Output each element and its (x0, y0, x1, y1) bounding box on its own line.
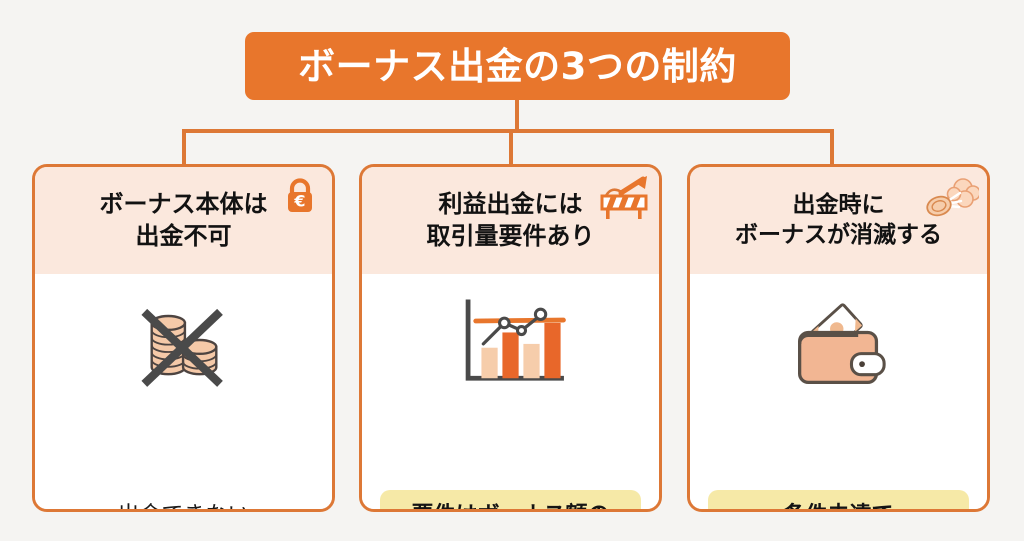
lock-euro-icon: € (280, 175, 320, 215)
card-1-header: ボーナス本体は 出金不可 € (35, 167, 332, 274)
coins-crossed-out-icon (124, 292, 244, 400)
puff-of-smoke-icon (923, 175, 981, 227)
card-3-footer-text: 条件未達で 出金すると没収 (708, 490, 969, 509)
card-2-body: 要件はボーナス額の 20〜40倍 (362, 274, 659, 509)
page-title: ボーナス出金の3つの制約 (298, 44, 737, 88)
card-1-footer-text: 出金できない (35, 502, 332, 509)
main-title-bar: ボーナス出金の3つの制約 (245, 32, 790, 100)
card-3-body: 条件未達で 出金すると没収 (690, 274, 987, 509)
constraint-card-1: ボーナス本体は 出金不可 € (32, 164, 335, 512)
wallet-cash-icon (786, 290, 892, 398)
bar-chart-icon (449, 288, 573, 396)
constraint-card-3: 出金時に ボーナスが消滅する (687, 164, 990, 512)
connector-drop-card-2 (509, 129, 513, 167)
card-1-body: 出金できない (35, 274, 332, 509)
barrier-arrow-icon (595, 173, 653, 223)
connector-stem-top (515, 100, 519, 132)
constraint-card-2: 利益出金には 取引量要件あり (359, 164, 662, 512)
connector-drop-card-1 (182, 129, 186, 167)
card-2-header: 利益出金には 取引量要件あり (362, 167, 659, 274)
card-2-footer-text: 要件はボーナス額の 20〜40倍 (380, 490, 641, 509)
svg-text:€: € (293, 192, 305, 211)
connector-drop-card-3 (830, 129, 834, 167)
card-2-title: 利益出金には 取引量要件あり (426, 190, 595, 250)
card-3-header: 出金時に ボーナスが消滅する (690, 167, 987, 274)
card-1-title: ボーナス本体は 出金不可 (99, 190, 268, 250)
connector-horizontal-bar (182, 129, 834, 133)
card-3-title: 出金時に ボーナスが消滅する (735, 191, 942, 248)
